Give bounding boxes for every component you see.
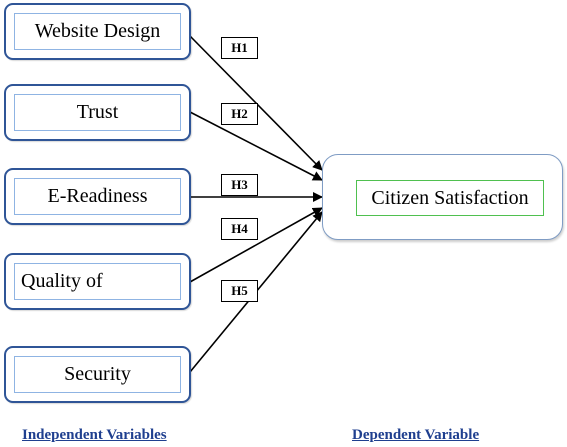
independent-variable-website-design: Website Design xyxy=(4,3,191,60)
variable-label: Trust xyxy=(14,94,181,131)
independent-variable-trust: Trust xyxy=(4,84,191,141)
independent-variables-caption: Independent Variables xyxy=(22,427,167,443)
hypothesis-label-h4: H4 xyxy=(221,218,258,240)
independent-variable-quality: Quality of xyxy=(4,253,191,310)
independent-variable-e-readiness: E-Readiness xyxy=(4,168,191,225)
hypothesis-label-h2: H2 xyxy=(221,103,258,125)
variable-label: E-Readiness xyxy=(14,178,181,215)
hypothesis-label-h3: H3 xyxy=(221,174,258,196)
arrow-h2 xyxy=(189,111,323,181)
variable-label: Security xyxy=(14,356,181,393)
independent-variable-security: Security xyxy=(4,346,191,403)
variable-label: Quality of xyxy=(14,263,181,300)
dependent-variable-box: Citizen Satisfaction xyxy=(322,154,563,240)
variable-label: Website Design xyxy=(14,13,181,50)
dependent-variable-caption: Dependent Variable xyxy=(352,427,480,443)
dependent-variable-label: Citizen Satisfaction xyxy=(356,180,544,216)
hypothesis-label-h5: H5 xyxy=(221,280,258,302)
hypothesis-label-h1: H1 xyxy=(221,37,258,59)
arrow-h4 xyxy=(189,207,323,283)
